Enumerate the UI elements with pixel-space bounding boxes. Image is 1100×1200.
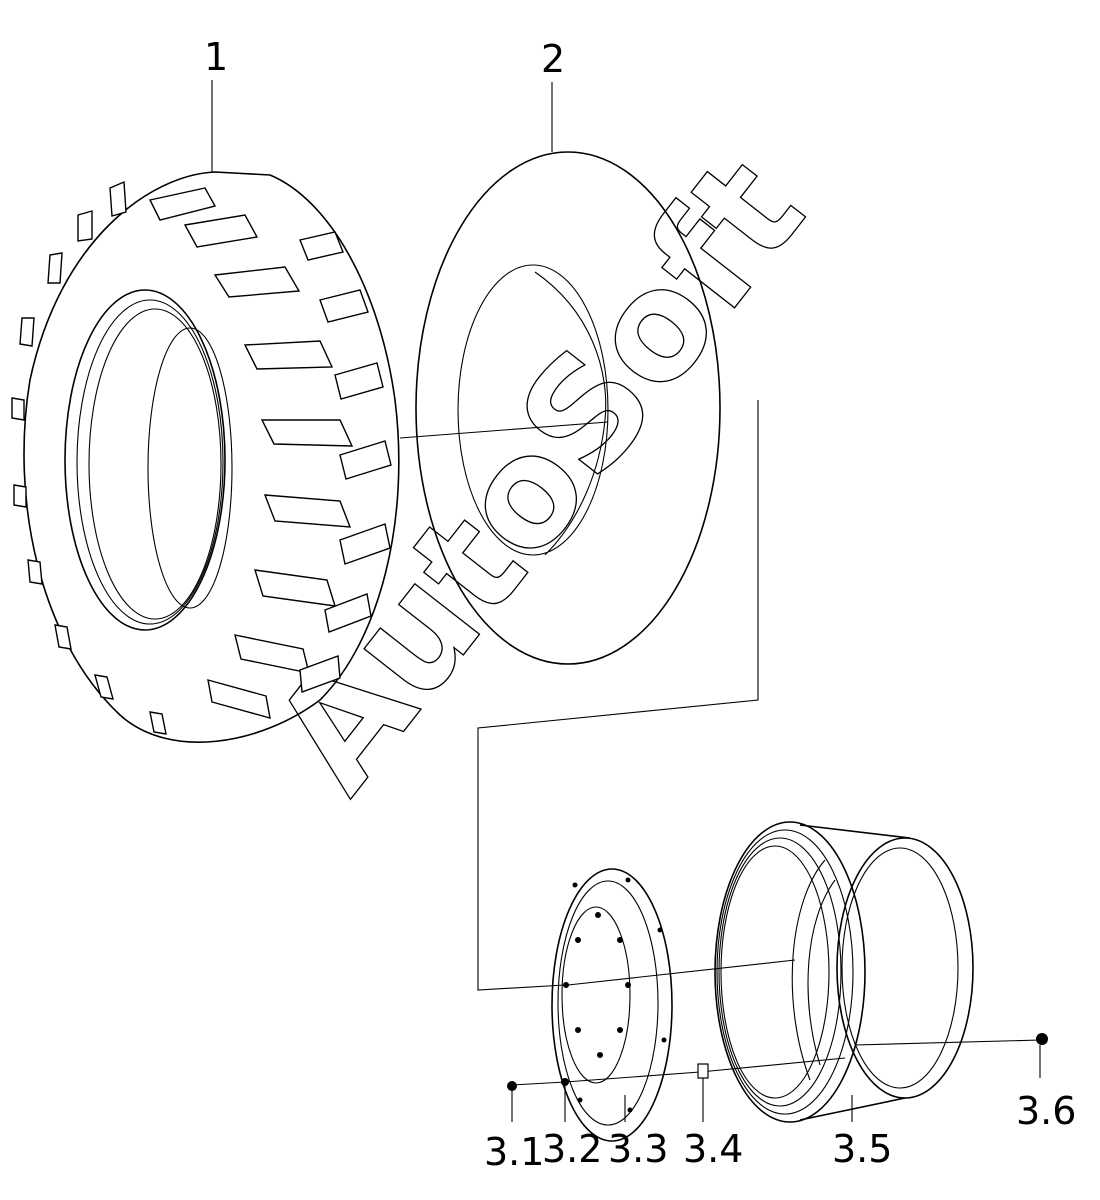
callout-3-6: 3.6 <box>1016 1089 1076 1133</box>
rim-drawing <box>714 821 974 1123</box>
tyre-drawing <box>11 171 400 743</box>
wheel-disc-drawing <box>551 868 673 1142</box>
callout-2: 2 <box>541 37 565 81</box>
nut-icon <box>561 1078 569 1086</box>
valve-icon <box>697 1063 709 1079</box>
watermark-text: AutoSoft <box>241 127 837 822</box>
callout-3-2: 3.2 <box>542 1127 602 1171</box>
washer-icon <box>507 1081 517 1091</box>
callout-3-5: 3.5 <box>832 1127 892 1171</box>
callout-1: 1 <box>204 35 228 79</box>
callout-3-1: 3.1 <box>484 1130 544 1174</box>
bolt-icon <box>1036 1033 1048 1045</box>
inner-tube-drawing <box>415 151 721 665</box>
callout-3-4: 3.4 <box>683 1127 743 1171</box>
callout-3-3: 3.3 <box>608 1127 668 1171</box>
